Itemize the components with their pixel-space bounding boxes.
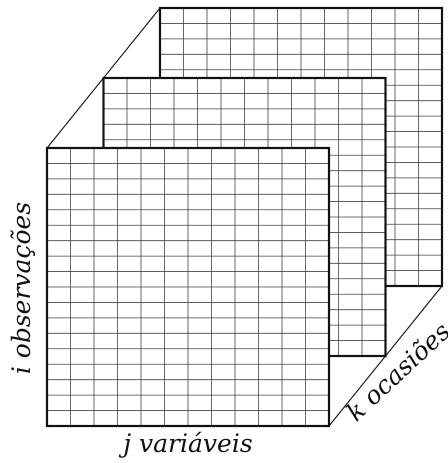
data-slices [45,6,444,428]
rows-axis-label: i observações [7,202,36,374]
columns-axis-label: j variáveis [118,429,252,458]
slice-border [45,146,331,428]
slice-1 [45,146,331,428]
